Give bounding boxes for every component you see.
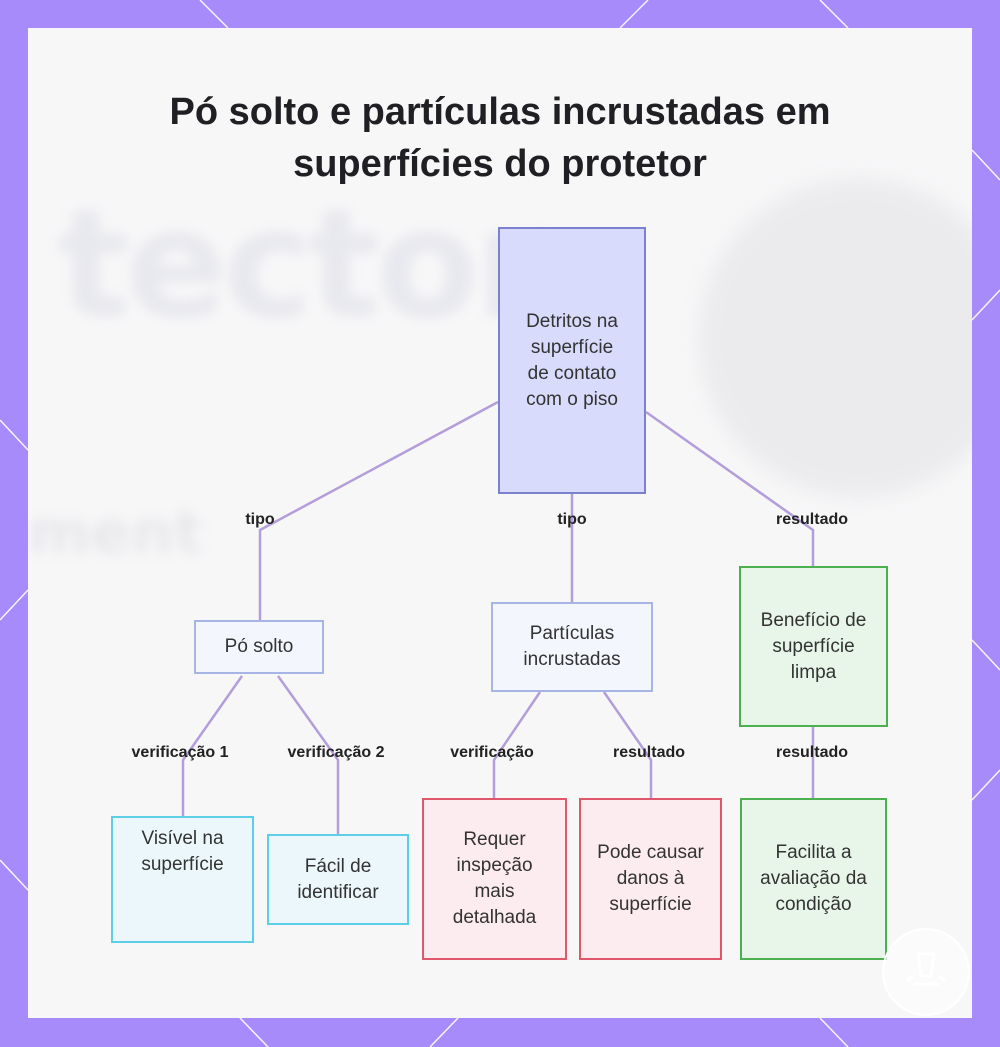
node-requires-inspection: Requer inspeção mais detalhada <box>422 798 567 960</box>
edge-label-verificacao-1: verificação 1 <box>131 744 229 761</box>
diagram-title: Pó solto e partículas incrustadas em sup… <box>169 91 831 185</box>
node-may-cause-damage: Pode causar danos à superfície <box>579 798 722 960</box>
watermark-logo <box>882 928 970 1016</box>
node-clean-surface-benefit: Benefício de superfície limpa <box>739 566 888 727</box>
node-facilitates-assessment: Facilita a avaliação da condição <box>740 798 887 960</box>
edge-embedded-inspect <box>492 691 542 798</box>
node-loose-dust: Pó solto <box>194 620 324 674</box>
background-blurred-text-2: ment <box>28 498 203 568</box>
edge-root-benefit <box>645 410 815 566</box>
background-blurred-text: tector <box>58 178 549 352</box>
edge-label-verificacao: verificação <box>450 744 534 761</box>
edge-root-loose <box>258 400 499 620</box>
edge-loose-visible <box>181 675 244 816</box>
edge-label-tipo-2: tipo <box>557 511 587 528</box>
edge-loose-easy <box>276 675 340 834</box>
lamp-icon <box>906 952 946 986</box>
edge-label-resultado-2: resultado <box>612 744 686 761</box>
edge-label-tipo-1: tipo <box>245 511 275 528</box>
node-root: Detritos na superfície de contato com o … <box>498 227 646 494</box>
edge-label-verificacao-2: verificação 2 <box>287 744 385 761</box>
background-blur-shape <box>698 178 972 498</box>
node-embedded-particles: Partículas incrustadas <box>491 602 653 692</box>
edge-label-resultado-1: resultado <box>775 511 849 528</box>
edge-label-resultado-3: resultado <box>775 744 849 761</box>
edge-embedded-damage <box>602 691 653 798</box>
node-easy-to-identify: Fácil de identificar <box>267 834 409 925</box>
node-visible-on-surface: Visível na superfície <box>111 816 254 943</box>
